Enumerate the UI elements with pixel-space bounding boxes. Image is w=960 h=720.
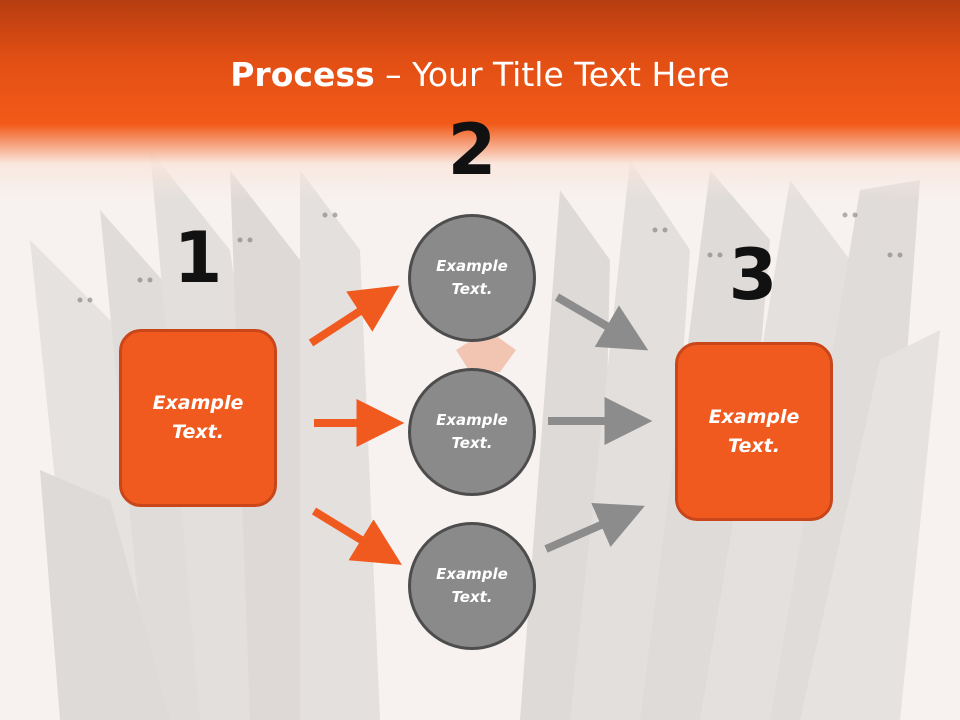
- title-rest: – Your Title Text Here: [374, 55, 730, 94]
- circle-top: Example Text.: [408, 214, 536, 342]
- circle-middle: Example Text.: [408, 368, 536, 496]
- slide-title: Process – Your Title Text Here: [0, 54, 960, 96]
- circle-bottom: Example Text.: [408, 522, 536, 650]
- title-band: [0, 0, 960, 200]
- step-number-1: 1: [173, 217, 223, 299]
- arrow-bottom-to-3: [544, 503, 645, 553]
- arrow-1-to-bottom: [311, 507, 402, 565]
- arrow-top-to-3: [554, 293, 649, 351]
- step-number-2: 2: [447, 109, 497, 191]
- title-bold-part: Process: [230, 55, 375, 94]
- step-1-box: Example Text.: [119, 329, 277, 507]
- step-number-3: 3: [728, 234, 778, 316]
- arrow-1-to-top: [308, 285, 400, 347]
- step-3-box: Example Text.: [675, 342, 833, 521]
